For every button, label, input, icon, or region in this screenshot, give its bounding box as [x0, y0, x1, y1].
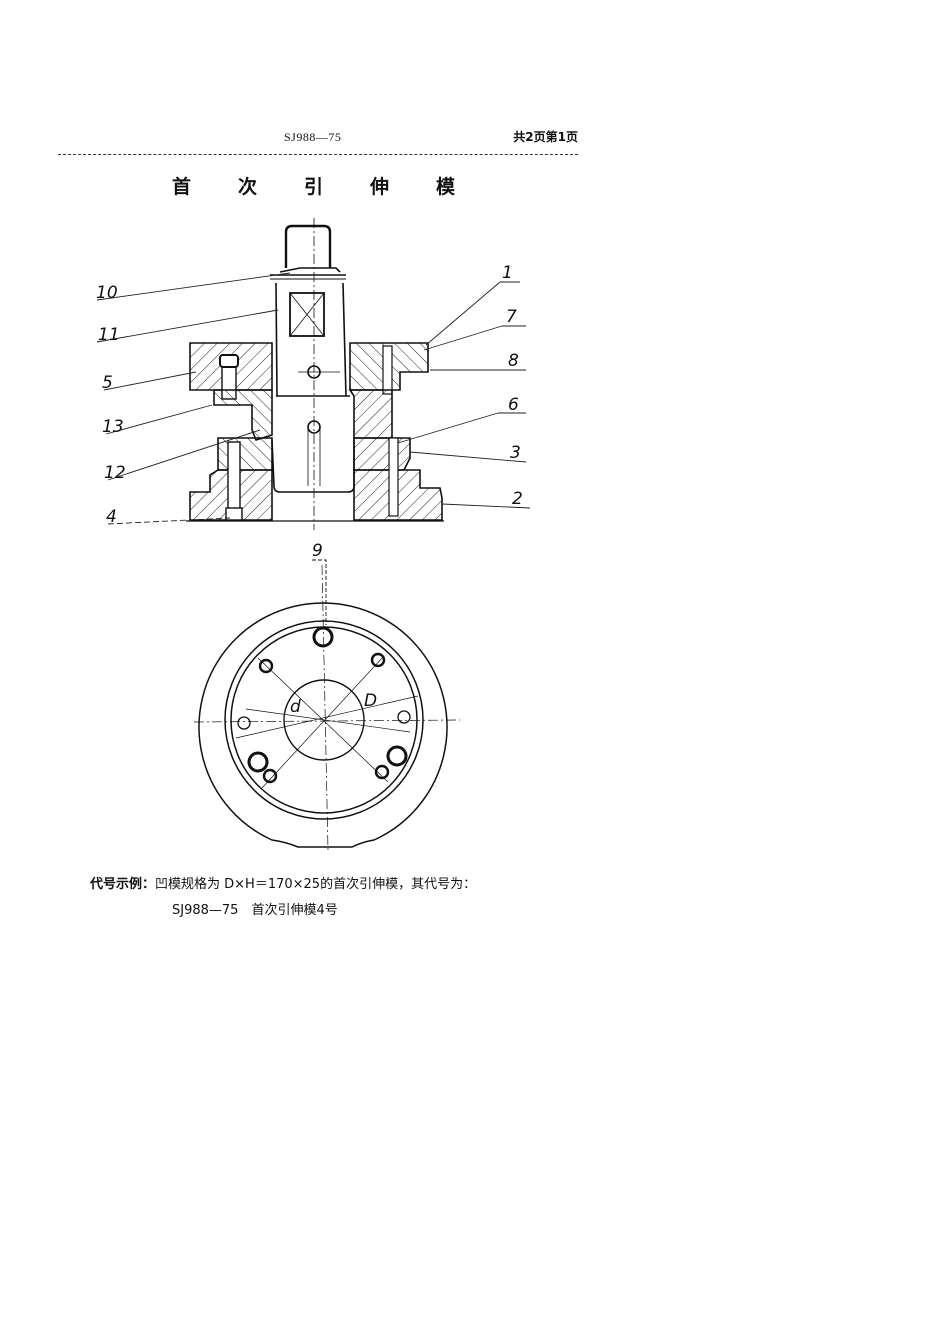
title-char: 首 — [172, 176, 192, 198]
part-label-6: 6 — [508, 395, 519, 415]
part-label-2: 2 — [512, 489, 523, 509]
section-view — [186, 218, 444, 530]
part-label-10: 10 — [96, 283, 118, 303]
caption-line-2: SJ988—75 首次引伸模4号 — [172, 903, 338, 918]
title-char: 引 — [304, 176, 324, 198]
part-label-5: 5 — [102, 373, 113, 393]
part-label-4: 4 — [106, 507, 117, 527]
part-label-9: 9 — [312, 541, 323, 561]
page-info: 共2页第1页 — [513, 130, 578, 144]
part-labels-left — [96, 272, 291, 525]
part-label-13: 13 — [102, 417, 124, 437]
caption-label: 代号示例： — [90, 877, 156, 892]
part-labels-right — [397, 281, 531, 509]
title-char: 伸 — [370, 176, 390, 198]
part-label-7: 7 — [506, 307, 517, 327]
title-char: 模 — [436, 176, 456, 198]
page-title: 首 次 引 伸 模 — [172, 172, 502, 199]
dimension-label-d: d — [290, 697, 301, 717]
code-example: 代号示例：凹模规格为 D×H＝170×25的首次引伸模，其代号为： SJ988—… — [90, 872, 476, 924]
dimension-label-D: D — [364, 691, 377, 711]
plan-view — [193, 559, 461, 851]
technical-drawing: 10 11 5 13 12 4 1 7 8 6 3 2 — [96, 218, 531, 851]
part-label-8: 8 — [508, 351, 519, 371]
part-label-12: 12 — [104, 463, 126, 483]
part-label-3: 3 — [510, 443, 521, 463]
caption-text-1: 凹模规格为 D×H＝170×25的首次引伸模，其代号为： — [155, 877, 477, 892]
page-header: SJ988—75 共2页第1页 — [58, 126, 578, 156]
part-label-11: 11 — [98, 325, 120, 345]
standard-code: SJ988—75 — [284, 130, 342, 144]
caption-line-1: 代号示例：凹模规格为 D×H＝170×25的首次引伸模，其代号为： — [90, 872, 476, 898]
title-char: 次 — [238, 176, 258, 198]
part-label-1: 1 — [502, 263, 513, 283]
header-divider — [58, 154, 578, 156]
